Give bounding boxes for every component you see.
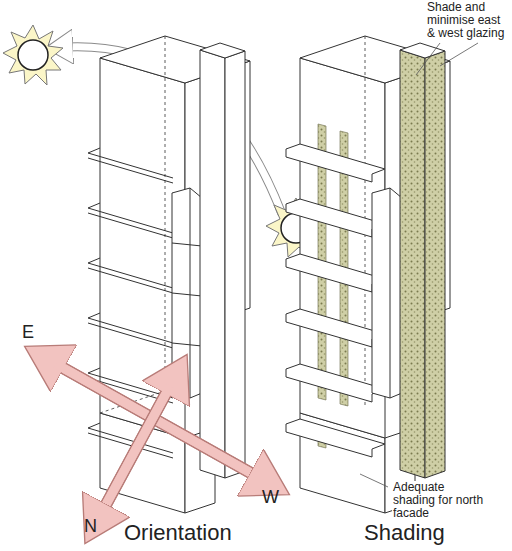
compass-letter: W <box>262 487 279 507</box>
building-orientation <box>88 36 250 513</box>
view-title: Orientation <box>124 521 232 545</box>
compass-letter: N <box>84 516 97 536</box>
view-title: Shading <box>364 521 445 545</box>
compass-arrows <box>56 364 258 512</box>
annotation-note: Adequate shading for north facade <box>392 481 488 520</box>
leader-line <box>360 43 478 487</box>
building-shading <box>286 36 450 513</box>
sun-symbol <box>3 25 63 85</box>
annotation-note: Shade and minimise east & west glazing <box>426 1 510 40</box>
compass-letter: E <box>22 322 34 342</box>
